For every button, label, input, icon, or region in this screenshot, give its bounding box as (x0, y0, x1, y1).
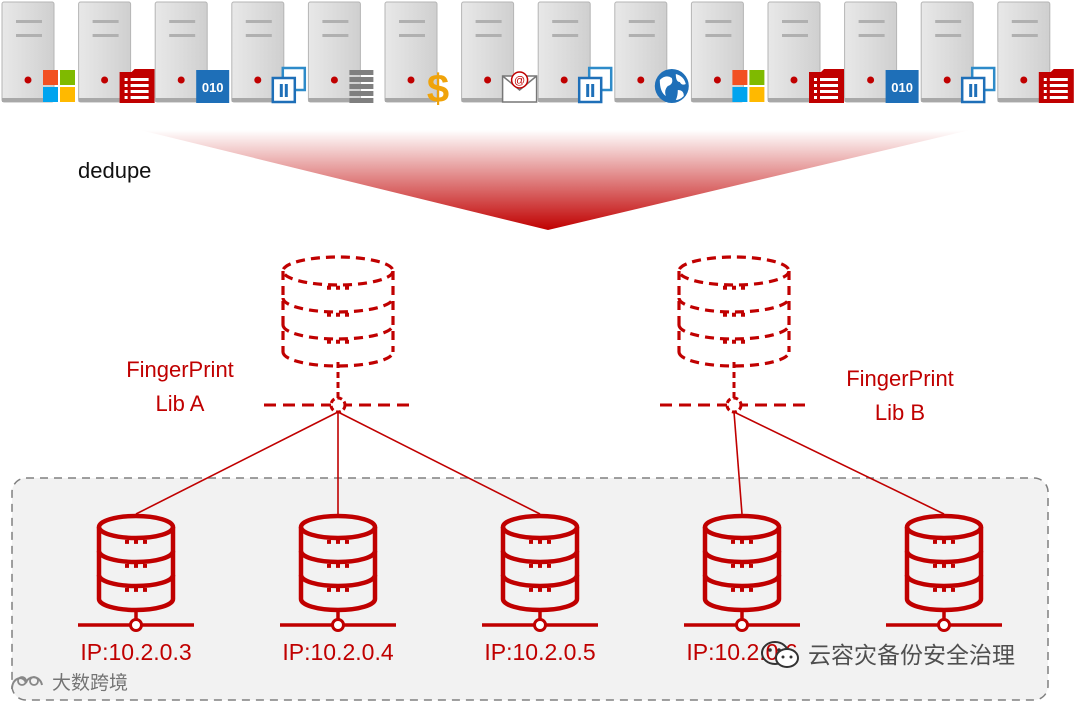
server-tower (614, 1, 689, 103)
node-ip-label-4: IP:10.2.0.6 (686, 639, 798, 665)
dedupe-funnel (140, 130, 970, 230)
server-tower: 010 (154, 1, 230, 103)
email-icon: @ (501, 71, 538, 103)
server-tower (920, 1, 996, 104)
windows-logo-icon (43, 70, 75, 102)
windows-logo-icon (732, 70, 765, 102)
server-tower (307, 1, 374, 103)
globe-icon (654, 69, 689, 103)
svg-text:010: 010 (891, 80, 913, 95)
connection-line (337, 411, 541, 515)
connection-line (733, 411, 945, 515)
database-table-icon (809, 69, 844, 103)
server-tower (537, 1, 613, 104)
fingerprint-db-b-icon (677, 255, 791, 368)
connection-line (135, 411, 339, 515)
svg-text:010: 010 (202, 80, 224, 95)
server-tower (231, 1, 307, 104)
server-tower (690, 1, 765, 103)
svg-text:$: $ (427, 67, 449, 111)
fingerprint-lib-a-label: FingerPrint Lib A (110, 353, 250, 421)
brand-logo-icon (11, 676, 43, 690)
network-node-icon (937, 618, 951, 632)
wechat-icon (761, 641, 799, 668)
network-node-icon (533, 618, 547, 632)
dollar-icon: $ (427, 67, 449, 111)
watermark-right: 云容灾备份安全治理 (808, 642, 1015, 668)
network-node-icon (329, 396, 347, 414)
client-db-icon (500, 513, 580, 613)
network-node-icon (331, 618, 345, 632)
network-node-icon (735, 618, 749, 632)
network-node-icon (725, 396, 743, 414)
node-ip-label-1: IP:10.2.0.3 (80, 639, 192, 665)
virtual-machine-icon (960, 66, 996, 104)
lib-b-line1: FingerPrint (846, 366, 954, 391)
database-table-icon (1038, 69, 1074, 103)
server-tower (767, 1, 844, 103)
network-node-icon (129, 618, 143, 632)
binary-010-icon: 010 (196, 70, 230, 103)
lib-a-line1: FingerPrint (126, 357, 234, 382)
watermark-left: 大数跨境 (52, 673, 129, 694)
server-tower: $ (384, 1, 449, 111)
svg-text:@: @ (514, 75, 525, 87)
node-ip-label-3: IP:10.2.0.5 (484, 639, 596, 665)
server-tower: 010 (844, 1, 919, 103)
connection-line (733, 411, 743, 515)
fingerprint-lib-b-label: FingerPrint Lib B (830, 362, 970, 430)
server-tower (78, 1, 155, 103)
fingerprint-db-a-icon (281, 255, 395, 368)
lib-a-line2: Lib A (155, 391, 205, 416)
database-table-icon (119, 69, 155, 103)
node-ip-label-2: IP:10.2.0.4 (282, 639, 394, 665)
virtual-machine-icon (271, 66, 307, 104)
server-tower: @ (461, 1, 538, 103)
server-tower (997, 1, 1074, 103)
dedupe-label: dedupe (78, 158, 152, 183)
disk-stack-icon (349, 70, 374, 103)
lib-b-line2: Lib B (874, 400, 926, 425)
virtual-machine-icon (577, 66, 613, 104)
binary-010-icon: 010 (885, 70, 919, 103)
server-tower (1, 1, 75, 103)
